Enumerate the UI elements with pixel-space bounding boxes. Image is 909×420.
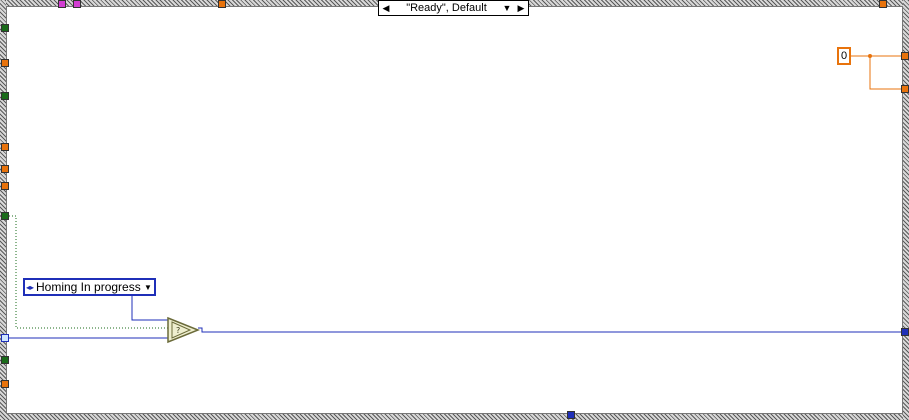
increment-decrement-icon[interactable]: ◂▸: [25, 282, 35, 292]
enum-wire-ring: [131, 296, 168, 321]
integer-tunnel-left-2[interactable]: [1, 143, 9, 151]
case-structure-border-right: [903, 0, 909, 420]
select-node[interactable]: ?: [167, 316, 201, 344]
integer-tunnel-right-1[interactable]: [901, 52, 909, 60]
boolean-tunnel-left-3[interactable]: [1, 212, 9, 220]
enum-ring-label: Homing In progress: [36, 280, 141, 294]
triangle-down-icon[interactable]: ▼: [502, 3, 512, 13]
integer-wire-b: [869, 56, 903, 90]
string-tunnel-top-1[interactable]: [58, 0, 66, 8]
integer-tunnel-left-5[interactable]: [1, 380, 9, 388]
integer-tunnel-right-2[interactable]: [901, 85, 909, 93]
case-structure-border-left: [0, 0, 6, 420]
triangle-down-icon[interactable]: ▼: [144, 282, 152, 292]
boolean-tunnel-left-2[interactable]: [1, 92, 9, 100]
enum-wire-output: [198, 327, 903, 333]
case-selector[interactable]: ◀ "Ready", Default ▼ ▶: [378, 0, 529, 16]
integer-tunnel-left-3[interactable]: [1, 165, 9, 173]
string-tunnel-top-2[interactable]: [73, 0, 81, 8]
case-structure-border-bottom: [0, 414, 909, 420]
integer-wire-junction: [868, 54, 872, 58]
enum-tunnel-left[interactable]: [1, 334, 9, 342]
enum-ring-constant[interactable]: ◂▸ Homing In progress ▼: [23, 278, 156, 296]
numeric-constant[interactable]: 0: [837, 47, 851, 65]
enum-tunnel-bottom[interactable]: [567, 411, 575, 419]
enum-tunnel-right[interactable]: [901, 328, 909, 336]
boolean-tunnel-left-1[interactable]: [1, 24, 9, 32]
integer-tunnel-left-4[interactable]: [1, 182, 9, 190]
triangle-left-icon[interactable]: ◀: [382, 2, 390, 13]
integer-tunnel-top[interactable]: [218, 0, 226, 8]
case-selector-label: "Ready", Default: [406, 2, 487, 14]
integer-tunnel-left-1[interactable]: [1, 59, 9, 67]
triangle-right-icon[interactable]: ▶: [517, 2, 525, 13]
svg-text:?: ?: [176, 326, 180, 335]
boolean-tunnel-left-4[interactable]: [1, 356, 9, 364]
integer-tunnel-top-right[interactable]: [879, 0, 887, 8]
boolean-wire: [6, 215, 168, 329]
